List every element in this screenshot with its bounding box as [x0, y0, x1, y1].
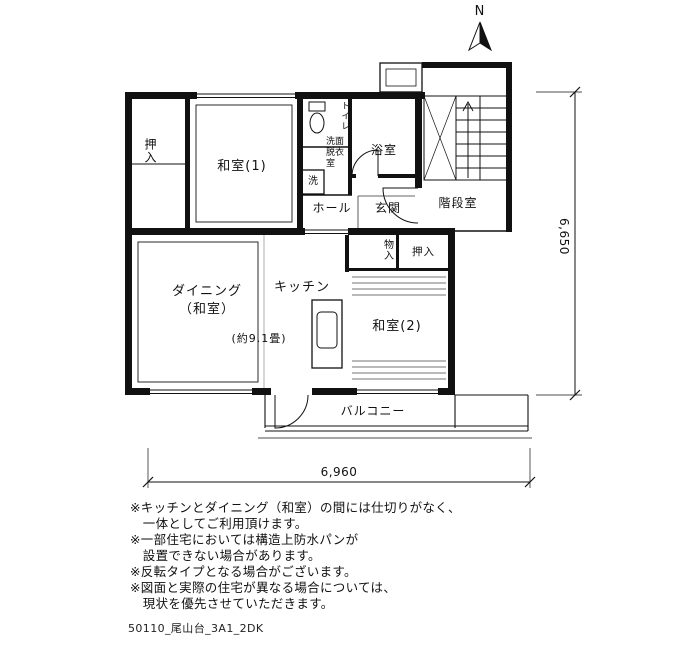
north-label: N — [474, 4, 486, 19]
dimension-line-right — [536, 86, 582, 401]
interior-partitions — [303, 146, 512, 232]
note-line: ※反転タイプとなる場合がございます。 — [130, 564, 357, 579]
room-label-dining: ダイニング （和室） — [138, 283, 276, 319]
balcony-outline — [258, 394, 532, 439]
fixture-label-washer: 洗 — [308, 176, 318, 187]
stairs — [423, 95, 506, 181]
note-line: ※図面と実際の住宅が異なる場合については、 — [130, 580, 397, 595]
room-label-dining-line1: ダイニング — [171, 284, 242, 299]
dimension-bottom-value: 6,960 — [320, 465, 358, 479]
door-arcs — [274, 149, 419, 429]
room-label-dining-line2: （和室） — [178, 302, 235, 317]
room-label-oshiire-left: 押入 — [143, 138, 157, 164]
room-label-washitsu1: 和室(1) — [217, 159, 267, 174]
note-line: 現状を優先させていただきます。 — [130, 596, 334, 611]
room-label-washitsu2: 和室(2) — [372, 319, 422, 334]
toilet-bowl-icon — [309, 112, 325, 134]
shaft-box — [379, 62, 423, 93]
north-arrow-icon — [467, 21, 493, 52]
genkan-door-arc — [382, 187, 419, 224]
genkan-step-lines — [357, 195, 415, 228]
balcony-door-arc — [274, 394, 309, 429]
toilet-tank-icon — [308, 101, 326, 112]
room-label-hall: ホール — [312, 201, 352, 215]
note-line: ※一部住宅においては構造上防水パンが — [130, 532, 359, 547]
note-line: 一体としてご利用頂けます。 — [130, 516, 308, 531]
dimension-right-value: 6,650 — [557, 218, 571, 255]
room-label-oshiire-right: 押入 — [412, 246, 435, 258]
room-label-toilet: トイレ — [339, 101, 350, 131]
note-line: 設置できない場合があります。 — [130, 548, 321, 563]
bath-door-arc — [351, 149, 379, 177]
room-inner-borders — [137, 104, 293, 388]
kitchen-sink-icon — [316, 311, 338, 349]
fixtures — [301, 101, 343, 369]
room-label-balcony: バルコニー — [340, 404, 406, 418]
drawing-id: 50110_尾山台_3A1_2DK — [128, 622, 264, 635]
room-label-genkan: 玄関 — [374, 201, 401, 215]
notes-block: ※キッチンとダイニング（和室）の間には仕切りがなく、 一体としてご利用頂けます。… — [130, 500, 461, 612]
sliding-door-symbols — [132, 163, 348, 234]
tatami-lines — [352, 276, 446, 380]
room-label-monoire: 物入 — [381, 239, 393, 261]
room-label-senmen-datsuiishitsu: 洗面脱衣室 — [326, 137, 345, 169]
room-label-bathroom: 浴室 — [370, 143, 397, 157]
room-label-dining-size: (約9.1畳) — [231, 332, 287, 345]
window-symbols — [150, 91, 438, 397]
kitchen-counter-icon — [311, 299, 343, 369]
washer-box-icon — [301, 169, 325, 195]
room-label-kaidanshitsu: 階段室 — [438, 196, 478, 210]
room-label-kitchen: キッチン — [273, 280, 330, 295]
note-line: ※キッチンとダイニング（和室）の間には仕切りがなく、 — [130, 500, 461, 515]
dimension-line-bottom — [142, 448, 536, 488]
